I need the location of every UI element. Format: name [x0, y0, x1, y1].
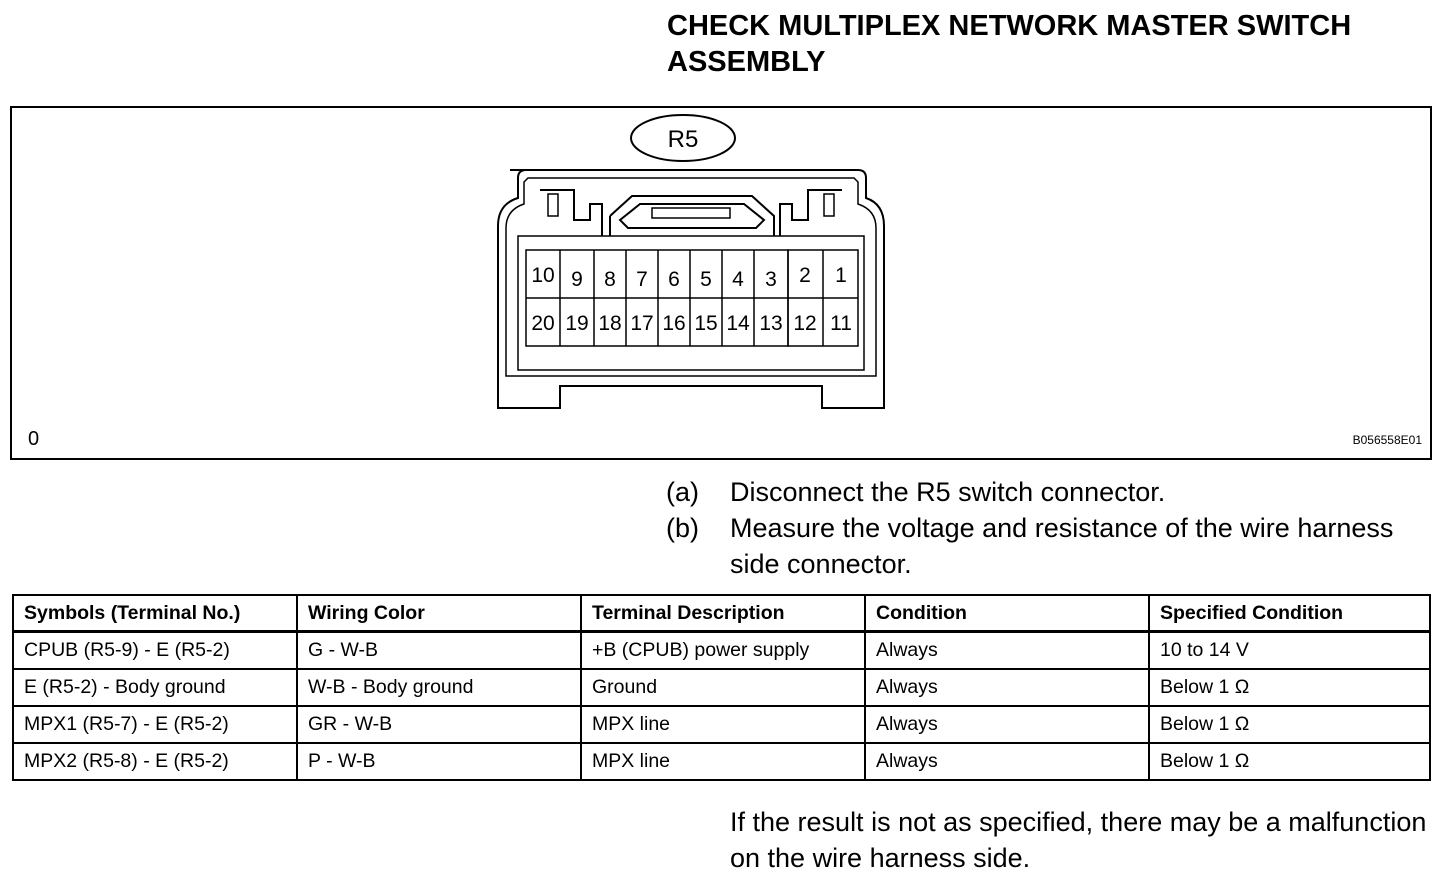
step-b: (b) Measure the voltage and resistance o… — [666, 510, 1426, 582]
left-latch — [540, 189, 603, 236]
right-latch-slot — [823, 193, 835, 217]
pin-number: 12 — [793, 312, 816, 335]
table-cell: Always — [864, 668, 1150, 707]
pin-number: 17 — [630, 312, 653, 335]
pin-number: 6 — [668, 268, 680, 291]
step-text: Measure the voltage and resistance of th… — [730, 513, 1394, 579]
pin-number: 20 — [531, 312, 554, 335]
table-cell: CPUB (R5-9) - E (R5-2) — [12, 630, 298, 670]
pin-number: 3 — [765, 268, 777, 291]
connector-figure: R5 10 9 8 7 — [10, 106, 1432, 460]
connector-label: R5 — [668, 126, 699, 153]
table-cell: E (R5-2) - Body ground — [12, 668, 298, 707]
pin-number: 18 — [598, 312, 621, 335]
connector-diagram: R5 10 9 8 7 — [497, 114, 885, 409]
center-lock-bar — [651, 207, 731, 219]
left-latch-slot — [547, 193, 559, 217]
pin-number: 2 — [799, 264, 811, 287]
pin-number: 19 — [565, 312, 588, 335]
specification-table: Symbols (Terminal No.) Wiring Color Term… — [12, 594, 1431, 781]
table-cell: Always — [864, 705, 1150, 744]
column-header: Condition — [864, 594, 1150, 633]
pin-number: 15 — [694, 312, 717, 335]
table-header-row: Symbols (Terminal No.) Wiring Color Term… — [12, 594, 1431, 633]
pin-number: 16 — [662, 312, 685, 335]
connector-housing-inner — [505, 177, 877, 377]
pin-number: 11 — [830, 312, 852, 335]
table-cell: Ground — [580, 668, 866, 707]
step-letter: (a) — [666, 477, 699, 507]
table-row: CPUB (R5-9) - E (R5-2) G - W-B +B (CPUB)… — [12, 630, 1431, 670]
right-latch — [779, 189, 842, 236]
connector-housing-outer — [497, 169, 885, 409]
procedure-steps: (a) Disconnect the R5 switch connector. … — [666, 474, 1426, 582]
pin-number: 5 — [700, 268, 712, 291]
column-header: Terminal Description — [580, 594, 866, 633]
pin-number: 10 — [531, 264, 554, 287]
step-a: (a) Disconnect the R5 switch connector. — [666, 474, 1426, 510]
table-row: MPX1 (R5-7) - E (R5-2) GR - W-B MPX line… — [12, 705, 1431, 744]
page-title: CHECK MULTIPLEX NETWORK MASTER SWITCH AS… — [667, 8, 1427, 80]
table-cell: Below 1 Ω — [1148, 742, 1431, 781]
table-cell: P - W-B — [296, 742, 582, 781]
pin-number: 9 — [571, 268, 583, 291]
figure-code: B056558E01 — [1352, 433, 1422, 447]
pin-number: 7 — [636, 268, 648, 291]
table-cell: G - W-B — [296, 630, 582, 670]
center-lock — [609, 195, 775, 236]
terminal-cavity-outline — [517, 235, 865, 371]
column-header: Wiring Color — [296, 594, 582, 633]
column-header: Symbols (Terminal No.) — [12, 594, 298, 633]
title-line-1: CHECK MULTIPLEX NETWORK MASTER SWITCH — [667, 10, 1352, 42]
table-cell: +B (CPUB) power supply — [580, 630, 866, 670]
table-cell: 10 to 14 V — [1148, 630, 1431, 670]
step-text: Disconnect the R5 switch connector. — [730, 477, 1166, 507]
table-cell: Below 1 Ω — [1148, 705, 1431, 744]
pin-number: 14 — [726, 312, 750, 335]
step-letter: (b) — [666, 513, 699, 543]
table-cell: MPX line — [580, 705, 866, 744]
pin-number: 13 — [759, 312, 782, 335]
table-cell: MPX1 (R5-7) - E (R5-2) — [12, 705, 298, 744]
pin-number: 1 — [835, 264, 847, 287]
table-row: MPX2 (R5-8) - E (R5-2) P - W-B MPX line … — [12, 742, 1431, 781]
table-row: E (R5-2) - Body ground W-B - Body ground… — [12, 668, 1431, 707]
column-header: Specified Condition — [1148, 594, 1431, 633]
table-cell: Always — [864, 630, 1150, 670]
title-line-2: ASSEMBLY — [667, 46, 826, 78]
connector-label-ellipse — [630, 114, 736, 162]
table-cell: Always — [864, 742, 1150, 781]
table-cell: MPX line — [580, 742, 866, 781]
result-note: If the result is not as specified, there… — [730, 807, 1427, 873]
pin-number: 4 — [732, 268, 744, 291]
table-cell: Below 1 Ω — [1148, 668, 1431, 707]
table-cell: MPX2 (R5-8) - E (R5-2) — [12, 742, 298, 781]
pin-number: 8 — [604, 268, 616, 291]
table-cell: W-B - Body ground — [296, 668, 582, 707]
pin-grid — [525, 249, 859, 347]
pin-numbers: 10 9 8 7 6 5 4 3 2 1 20 19 18 17 16 15 1… — [531, 264, 852, 335]
table-cell: GR - W-B — [296, 705, 582, 744]
figure-corner-mark: 0 — [28, 428, 40, 450]
